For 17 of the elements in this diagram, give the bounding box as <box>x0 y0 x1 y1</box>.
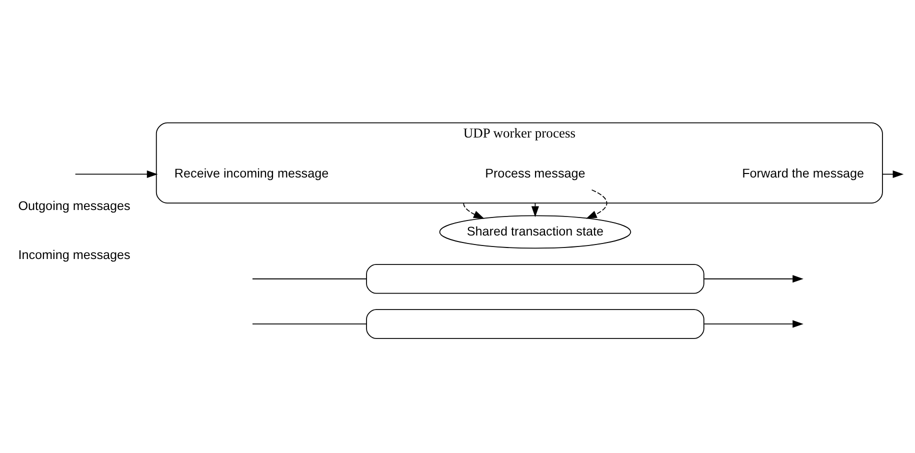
arrow <box>704 320 804 328</box>
node-ellipse: Shared transaction state <box>439 214 632 248</box>
arrow <box>531 202 539 217</box>
node-text: Process message <box>485 166 586 180</box>
node-text: Forward the message <box>742 166 864 180</box>
arrow <box>882 170 904 178</box>
label: Outgoing messages <box>18 198 130 213</box>
connector <box>252 323 367 324</box>
node-box <box>366 308 704 338</box>
connector <box>252 278 367 279</box>
label: Incoming messages <box>18 247 130 262</box>
node-text: Receive incoming message <box>174 166 329 180</box>
arrow <box>463 202 484 218</box>
arrow <box>704 274 804 282</box>
node-box <box>366 263 704 294</box>
arrow <box>74 170 158 178</box>
arrow <box>586 188 608 218</box>
